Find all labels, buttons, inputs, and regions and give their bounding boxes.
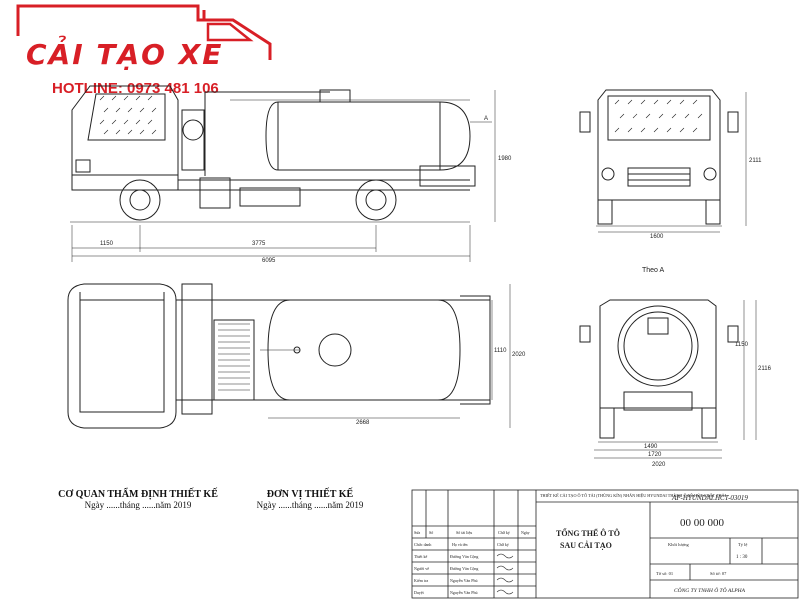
cab-top: [67, 283, 177, 429]
dim-rear-h2: 2116: [758, 366, 772, 372]
tb-name-0: Họ và tên: [452, 542, 468, 547]
tb-number: 00 00 000: [680, 517, 725, 529]
dim-side-total: 6095: [262, 258, 276, 264]
tb-role-4: Duyệt: [414, 590, 425, 595]
tb-name-1: Đường Văn Cộng: [450, 554, 478, 559]
front-cab: [597, 89, 721, 201]
tb-mass-label: Khối lượng: [668, 542, 689, 547]
dim-side-wheelbase: 3775: [252, 241, 266, 247]
tb-code: AP-HYUNDAI.HCT-03019: [671, 494, 748, 502]
front-wheel: [119, 179, 161, 221]
side-view: [70, 85, 496, 262]
rear-view: [579, 299, 757, 459]
tb-sheet: Tờ số: 01: [656, 571, 673, 576]
sig-left-date: Ngày ......tháng ......năm 2019: [84, 500, 192, 510]
dim-rear-w1: 1490: [644, 444, 658, 450]
section-marker: A: [484, 116, 488, 122]
tb-role-1: Thiết kế: [414, 554, 427, 559]
cab-window-pattern: [99, 95, 157, 135]
dim-rear-h1: 1150: [735, 342, 749, 348]
tb-company: CÔNG TY TNHH Ô TÔ ALPHA: [674, 586, 746, 594]
tb-sheets: Số tờ: 07: [710, 571, 727, 576]
top-view: [67, 283, 511, 429]
tb-col-4: Ngày: [521, 530, 530, 535]
tb-scale-label: Tỷ lệ: [738, 542, 747, 547]
tb-role-3: Kiểm tra: [414, 578, 428, 583]
brand-logo: CẢI TẠO XE: [8, 0, 308, 80]
signature-block-left: CƠ QUAN THẨM ĐỊNH THIẾT KẾ Ngày ......th…: [58, 489, 218, 510]
dim-side-front: 1150: [100, 241, 114, 247]
tb-role-2: Người vẽ: [414, 566, 429, 571]
tank-rear: [617, 305, 699, 387]
tb-scale: 1 : 30: [736, 555, 748, 560]
tank-side: [265, 101, 471, 171]
sig-right-date: Ngày ......tháng ......năm 2019: [256, 500, 364, 510]
cab-window: [87, 93, 166, 141]
front-grille: [627, 167, 691, 187]
signature-block-right: ĐƠN VỊ THIẾT KẾ Ngày ......tháng ......n…: [250, 489, 370, 510]
sig-right-title: ĐƠN VỊ THIẾT KẾ: [266, 489, 354, 500]
tank-top: [267, 299, 461, 401]
tb-col-1: Số: [429, 530, 433, 535]
tb-col-0: Sửa: [414, 530, 420, 535]
sig-left-title: CƠ QUAN THẨM ĐỊNH THIẾT KẾ: [58, 489, 218, 500]
dim-side-height: 1980: [498, 156, 512, 162]
signature-marks: [496, 553, 514, 595]
tb-sign-0: Chữ ký: [497, 542, 509, 547]
dim-rear-w3: 2020: [652, 462, 666, 468]
rear-view-title: Theo A: [642, 267, 665, 274]
tb-title-2: SAU CẢI TẠO: [560, 540, 612, 550]
rear-wheel: [355, 179, 397, 221]
tb-col-2: Số tài liệu: [456, 530, 472, 535]
tb-role-0: Chức danh: [414, 542, 431, 547]
brand-name: CẢI TẠO XE: [26, 38, 224, 71]
dim-top-w1: 1110: [494, 348, 507, 354]
hotline-text: HOTLINE: 0973 481 106: [52, 80, 219, 97]
dim-front-height: 2111: [749, 158, 762, 164]
dim-front-width: 1600: [650, 234, 664, 240]
title-block-grid: [411, 489, 799, 599]
tb-name-3: Nguyễn Văn Phú: [450, 578, 477, 583]
tb-project: THIẾT KẾ CẢI TẠO Ô TÔ TẢI (THÙNG KÍN) NH…: [540, 493, 727, 498]
dim-top-w2: 2020: [512, 352, 526, 358]
tb-name-4: Nguyễn Văn Phú: [450, 590, 477, 595]
dim-top-tank: 2668: [356, 420, 370, 426]
front-view: [579, 89, 747, 233]
tb-title-1: TỔNG THỂ Ô TÔ: [556, 528, 620, 538]
tb-name-2: Đường Văn Cộng: [450, 566, 478, 571]
dim-rear-w2: 1720: [648, 452, 662, 458]
truck-logo-icon: [16, 4, 272, 60]
tb-col-3: Chữ ký: [498, 530, 510, 535]
